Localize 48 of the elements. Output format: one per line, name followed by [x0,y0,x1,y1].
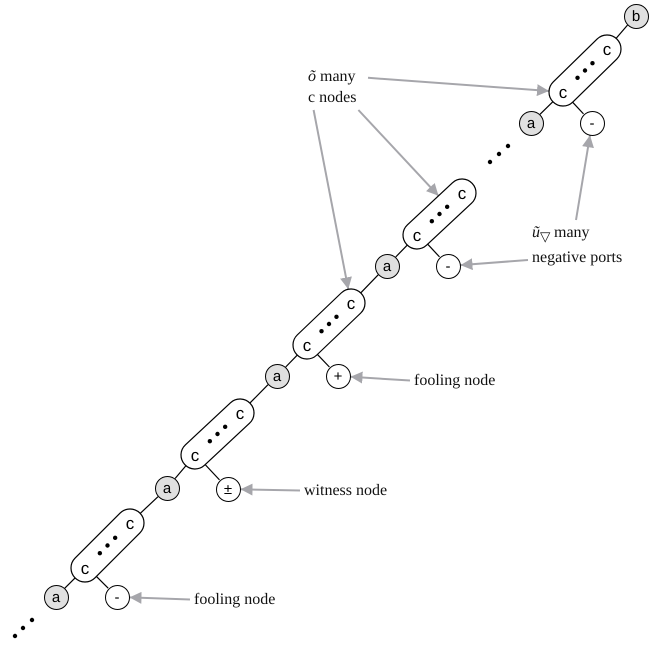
node-label: c [188,446,202,464]
node-label: c [233,404,247,422]
arrow [575,135,594,220]
annotation-text: fooling node [414,370,534,391]
shaded-node-circle: a [44,584,68,610]
connector-line [140,496,158,514]
port-node-circle: - [104,584,130,610]
arrow [358,109,440,196]
connector-line [96,576,109,589]
shaded-node-circle: a [154,476,180,500]
arrow [460,258,528,270]
node-label: c [344,294,358,312]
node-label: c [556,83,570,101]
arrow [129,592,190,604]
connector-line [285,354,298,368]
port-node-circle: + [326,364,350,388]
node-label: c [410,226,424,244]
port-node-circle: - [436,254,460,278]
node-label: c [123,514,137,532]
shaded-node-circle: a [264,364,290,388]
shaded-node-circle: b [624,4,648,28]
annotation-text: õ many c nodes [308,66,364,108]
arrow [368,76,550,96]
shaded-node-circle: a [518,110,544,136]
connector-line [540,101,554,115]
node-label: c [455,184,469,202]
connector-line [204,464,220,480]
shaded-node-circle: a [374,254,400,278]
connector-line [64,577,76,589]
connector-line [249,384,268,404]
node-label: c [78,559,92,577]
port-node-circle: ± [216,476,240,502]
connector-line [427,244,440,258]
connector-line [616,24,628,39]
port-node-circle: - [580,110,604,136]
node-label: c [600,40,614,58]
connector-line [316,354,330,368]
annotation-text: ũ$_{▽}$ many negative ports [532,222,644,268]
arrow [350,372,410,384]
annotation-text: witness node [304,480,424,501]
connector-line [360,274,379,294]
node-label: c [300,336,314,354]
arrow [312,110,352,290]
arrow [240,484,300,496]
connector-line [395,244,408,258]
connector-line [572,102,584,114]
connector-line [174,465,186,479]
annotation-text: fooling node [194,589,314,610]
